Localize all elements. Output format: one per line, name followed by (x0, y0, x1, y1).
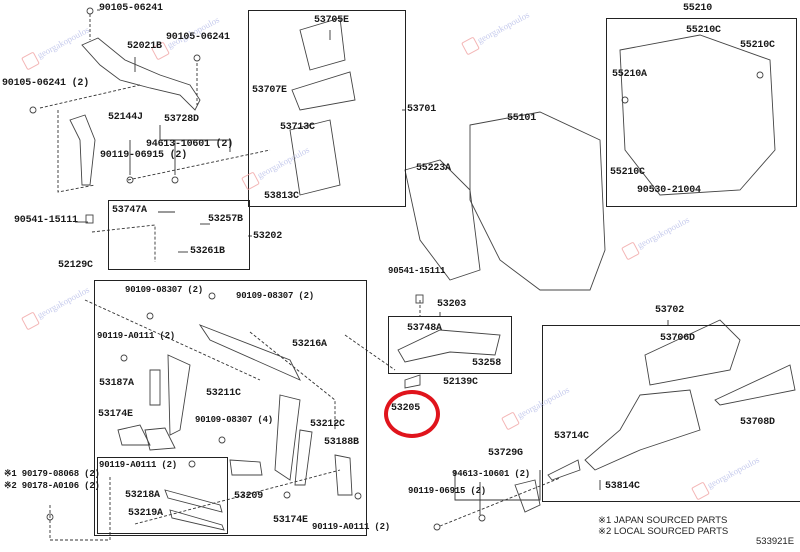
part-label[interactable]: 53708D (740, 417, 775, 428)
part-label[interactable]: 90541-15111 (388, 266, 446, 276)
part-label[interactable]: 53728D (164, 114, 199, 125)
part-label[interactable]: 53211C (206, 388, 241, 399)
part-label[interactable]: 53216A (292, 339, 327, 350)
part-label[interactable]: 90119-A0111 (2) (97, 331, 176, 341)
part-label[interactable]: 53813C (264, 191, 299, 202)
group-box-lower (97, 457, 228, 534)
group-box-front-panel (94, 280, 367, 536)
part-label[interactable]: 55210 (683, 3, 713, 14)
part-label[interactable]: 90109-08307 (2) (125, 285, 204, 295)
part-label[interactable]: 53701 (407, 104, 437, 115)
group-box-53202 (108, 200, 250, 270)
part-label[interactable]: 53729G (488, 448, 523, 459)
part-label[interactable]: 53705E (314, 15, 349, 26)
part-label[interactable]: 90109-08307 (4) (195, 415, 274, 425)
part-label[interactable]: 53748A (407, 323, 442, 334)
part-label[interactable]: 53261B (190, 246, 225, 257)
highlight-circle (384, 390, 440, 438)
part-label[interactable]: 53713C (280, 122, 315, 133)
part-label[interactable]: 90119-06915 (2) (100, 150, 188, 161)
part-label[interactable]: 53814C (605, 481, 640, 492)
note-local-sourced: ※2 LOCAL SOURCED PARTS (598, 526, 729, 537)
part-label[interactable]: 52129C (58, 260, 93, 271)
part-label[interactable]: 53203 (437, 299, 467, 310)
part-label[interactable]: 90530-21004 (637, 185, 701, 196)
part-label[interactable]: 53202 (253, 231, 283, 242)
part-label[interactable]: 94613-10601 (2) (146, 139, 234, 150)
part-label[interactable]: 53174E (273, 515, 308, 526)
part-label[interactable]: 52021B (127, 41, 162, 52)
part-label[interactable]: 53218A (125, 490, 160, 501)
part-label[interactable]: 94613-10601 (2) (452, 469, 531, 479)
part-label[interactable]: 53209 (234, 491, 264, 502)
part-label[interactable]: 90105-06241 (2) (2, 78, 90, 89)
part-label[interactable]: 55210C (610, 167, 645, 178)
part-label[interactable]: 90119-06915 (2) (408, 486, 487, 496)
part-label[interactable]: ※1 90179-08068 (2) (4, 469, 100, 479)
part-label[interactable]: 53174E (98, 409, 133, 420)
part-label[interactable]: 55223A (416, 163, 451, 174)
group-box-53702 (542, 325, 800, 502)
part-label[interactable]: 53187A (99, 378, 134, 389)
part-label[interactable]: 90541-15111 (14, 215, 78, 226)
part-label[interactable]: 52139C (443, 377, 478, 388)
part-label[interactable]: 90109-08307 (2) (236, 291, 315, 301)
part-label[interactable]: 53219A (128, 508, 163, 519)
part-label[interactable]: 53747A (112, 205, 147, 216)
part-label[interactable]: ※2 90178-A0106 (2) (4, 481, 100, 491)
note-japan-sourced: ※1 JAPAN SOURCED PARTS (598, 515, 728, 526)
part-label[interactable]: 90119-A0111 (2) (312, 522, 391, 532)
part-label[interactable]: 53707E (252, 85, 287, 96)
part-label[interactable]: 90105-06241 (166, 32, 230, 43)
part-label[interactable]: 55210C (740, 40, 775, 51)
part-label[interactable]: 55101 (507, 113, 537, 124)
part-label[interactable]: 55210C (686, 25, 721, 36)
part-label[interactable]: 53258 (472, 358, 502, 369)
part-label[interactable]: 53257B (208, 214, 243, 225)
part-label[interactable]: 53702 (655, 305, 685, 316)
part-label[interactable]: 55210A (612, 69, 647, 80)
diagram-code: 533921E (756, 536, 795, 547)
highlighted-part-label[interactable]: 53205 (391, 403, 421, 414)
part-label[interactable]: 90105-06241 (99, 3, 163, 14)
part-label[interactable]: 53706D (660, 333, 695, 344)
part-label[interactable]: 53188B (324, 437, 359, 448)
part-label[interactable]: 90119-A0111 (2) (99, 460, 178, 470)
part-label[interactable]: 52144J (108, 112, 143, 123)
part-label[interactable]: 53714C (554, 431, 589, 442)
group-box-53203 (388, 316, 512, 374)
group-box-53701 (248, 10, 406, 207)
group-box-55210 (606, 18, 797, 207)
part-label[interactable]: 53212C (310, 419, 345, 430)
